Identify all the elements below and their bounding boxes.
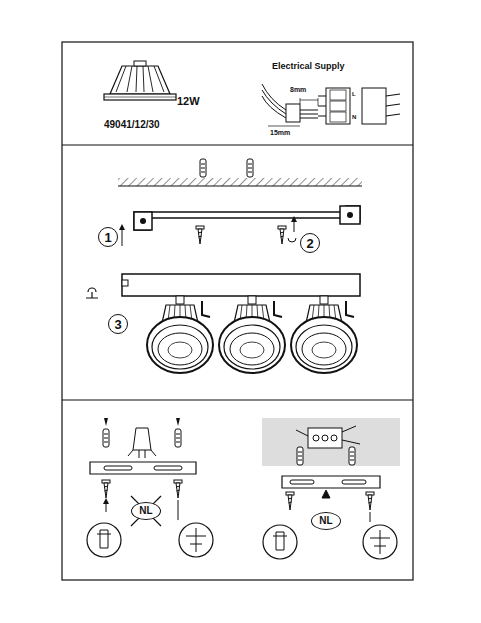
callout-number: 3 bbox=[114, 318, 121, 331]
model-number: 49041/12/30 bbox=[104, 120, 160, 130]
dimension: 15mm bbox=[270, 129, 290, 136]
callout-circle: 1 bbox=[98, 227, 118, 247]
callout-number: 2 bbox=[306, 237, 313, 250]
section-title: Electrical Supply bbox=[272, 62, 345, 71]
terminal-name: N bbox=[352, 114, 356, 120]
callout-circle: 3 bbox=[108, 314, 128, 334]
callout-number: 1 bbox=[104, 231, 111, 244]
wattage: 12W bbox=[177, 96, 200, 107]
material-oval: NL bbox=[311, 512, 341, 530]
material-code: NL bbox=[139, 506, 152, 516]
material-oval: NL bbox=[131, 502, 161, 520]
dimension: 8mm bbox=[290, 86, 306, 93]
terminal-name: L bbox=[352, 91, 356, 97]
material-code: NL bbox=[319, 516, 332, 526]
callout-circle: 2 bbox=[300, 233, 320, 253]
